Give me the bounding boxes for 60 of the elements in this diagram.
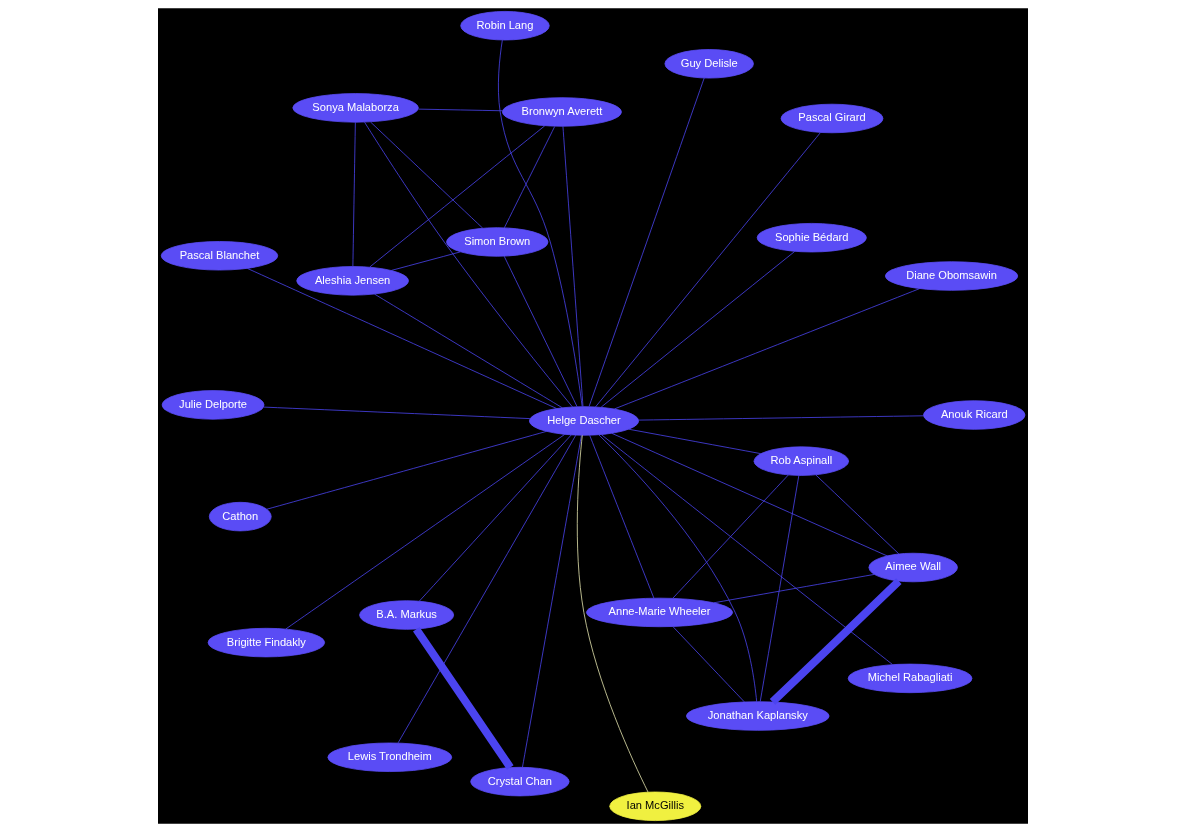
node-ellipse: Simon Brown bbox=[446, 227, 549, 257]
node-ellipse: Pascal Girard bbox=[780, 103, 884, 134]
connector bbox=[263, 406, 531, 419]
connector bbox=[413, 627, 514, 770]
node-ellipse: Julie Delporte bbox=[161, 390, 265, 420]
connector bbox=[397, 434, 577, 744]
node-ellipse: Aimee Wall bbox=[868, 552, 958, 583]
node-ellipse: Diane Obomsawin bbox=[884, 261, 1019, 291]
connector bbox=[417, 108, 504, 112]
connector bbox=[672, 626, 745, 703]
connector bbox=[562, 126, 584, 407]
connector bbox=[595, 132, 821, 408]
connector bbox=[503, 126, 556, 229]
node-ellipse: Jonathan Kaplansky bbox=[686, 701, 830, 731]
connector bbox=[266, 430, 547, 510]
node-ellipse: Guy Delisle bbox=[664, 49, 754, 79]
node-ellipse: B.A. Markus bbox=[359, 600, 455, 630]
node-ellipse: Michel Rabagliati bbox=[847, 663, 973, 694]
node-ellipse: Helge Dascher bbox=[529, 406, 640, 436]
connector bbox=[369, 125, 546, 268]
connector bbox=[418, 434, 572, 602]
node-ellipse: Bronwyn Averett bbox=[502, 97, 622, 127]
connector bbox=[576, 434, 649, 793]
connector bbox=[589, 434, 655, 599]
node-ellipse: Robin Lang bbox=[460, 11, 550, 41]
connector bbox=[769, 578, 902, 705]
node-ellipse: Cathon bbox=[208, 501, 272, 532]
connector bbox=[588, 77, 705, 407]
node-ellipse: Anne-Marie Wheeler bbox=[586, 597, 733, 628]
connector bbox=[498, 39, 583, 407]
node-ellipse: Sophie Bédard bbox=[756, 223, 867, 253]
connector bbox=[247, 268, 557, 409]
connector bbox=[628, 428, 762, 454]
connector bbox=[364, 121, 573, 408]
node-ellipse: Lewis Trondheim bbox=[327, 742, 453, 772]
connector bbox=[598, 434, 758, 703]
connector bbox=[672, 474, 789, 599]
connector bbox=[611, 432, 888, 557]
node-ellipse: Sonya Malaborza bbox=[292, 93, 419, 123]
node-ellipse: Crystal Chan bbox=[470, 766, 570, 797]
connector bbox=[522, 434, 582, 768]
connector bbox=[600, 251, 796, 408]
node-ellipse: Brigitte Findakly bbox=[207, 627, 325, 658]
connector bbox=[759, 475, 800, 702]
connector bbox=[391, 251, 461, 271]
connector bbox=[713, 574, 875, 604]
node-ellipse: Ian McGillis bbox=[609, 791, 702, 821]
node-ellipse: Rob Aspinall bbox=[753, 446, 849, 476]
connector bbox=[600, 434, 893, 665]
node-ellipse: Anouk Ricard bbox=[923, 400, 1026, 430]
connector bbox=[370, 121, 484, 229]
node-ellipse: Pascal Blanchet bbox=[160, 241, 279, 271]
connector bbox=[374, 293, 563, 409]
connector bbox=[352, 121, 356, 267]
node-ellipse: Aleshia Jensen bbox=[296, 266, 409, 296]
connector bbox=[503, 255, 578, 407]
connector bbox=[815, 474, 900, 555]
connector bbox=[638, 415, 925, 421]
connector bbox=[285, 434, 565, 630]
connector bbox=[614, 288, 920, 410]
